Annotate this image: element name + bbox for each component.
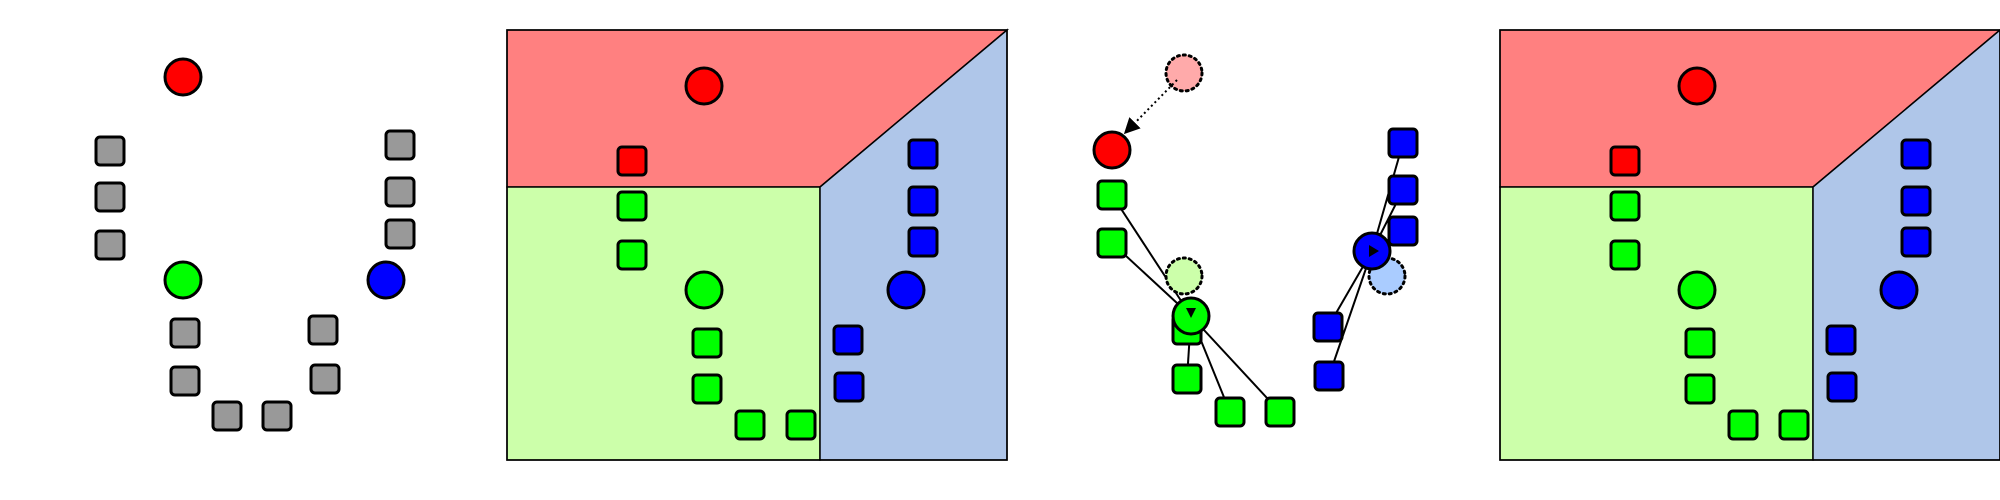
- red-centroid: [163, 57, 203, 97]
- blue-point: [1387, 174, 1419, 206]
- blue-point: [833, 371, 865, 403]
- gray-point: [94, 229, 126, 261]
- panel-2-assignment: [506, 28, 1010, 461]
- green-region: [1499, 186, 1814, 461]
- green-point: [616, 190, 648, 222]
- red-centroid: [1677, 66, 1717, 106]
- green-point: [691, 373, 723, 405]
- green-point: [1171, 363, 1203, 395]
- gray-point: [384, 218, 416, 250]
- assignment-line: [1111, 194, 1192, 317]
- gray-point: [384, 129, 416, 161]
- panel-4-reassignment: [1499, 29, 2000, 461]
- blue-point: [1900, 226, 1932, 258]
- move-arrow-icon: [1369, 245, 1379, 257]
- green-point: [1609, 190, 1641, 222]
- green-centroid: [163, 260, 203, 300]
- green-point: [616, 239, 648, 271]
- green-point: [1096, 179, 1128, 211]
- panel-frame: [506, 29, 1008, 461]
- red-centroid: [684, 66, 724, 106]
- blue-point: [907, 226, 939, 258]
- green-point: [1214, 396, 1246, 428]
- gray-point: [309, 363, 341, 395]
- blue-point: [1826, 371, 1858, 403]
- green-point: [1684, 373, 1716, 405]
- gray-point: [169, 365, 201, 397]
- blue-point: [1312, 311, 1344, 343]
- gray-point: [307, 314, 339, 346]
- green-point: [1778, 409, 1810, 441]
- gray-point: [261, 400, 293, 432]
- red-point: [616, 145, 648, 177]
- gray-point: [94, 135, 126, 167]
- green-point: [1727, 409, 1759, 441]
- panel-3-centroid-update: [1092, 53, 1419, 428]
- blue-centroid: [366, 260, 406, 300]
- green-point: [691, 327, 723, 359]
- green-region: [506, 186, 821, 461]
- blue-centroid: [1879, 270, 1919, 310]
- blue-centroid: [886, 270, 926, 310]
- old-red-centroid: [1164, 53, 1204, 93]
- assignment-line: [1328, 250, 1373, 377]
- green-point: [1609, 239, 1641, 271]
- blue-point: [832, 324, 864, 356]
- gray-point: [384, 176, 416, 208]
- green-centroid: [1677, 270, 1717, 310]
- gray-point: [169, 317, 201, 349]
- gray-point: [94, 181, 126, 213]
- blue-point: [1313, 360, 1345, 392]
- green-point: [734, 409, 766, 441]
- red-centroid: [1092, 130, 1132, 170]
- dotted-arrow-icon: [1123, 79, 1178, 135]
- old-green-centroid: [1164, 256, 1204, 296]
- blue-point: [1900, 185, 1932, 217]
- green-point: [1264, 396, 1296, 428]
- blue-point: [1825, 324, 1857, 356]
- panel-1-unassigned: [94, 57, 416, 432]
- blue-point: [1387, 215, 1419, 247]
- move-arrow-icon: [1186, 308, 1196, 318]
- red-point: [1609, 145, 1641, 177]
- panel-frame: [1499, 29, 2000, 461]
- assignment-line: [1190, 315, 1281, 413]
- green-point: [785, 409, 817, 441]
- green-point: [1684, 327, 1716, 359]
- green-point: [1096, 227, 1128, 259]
- blue-point: [1900, 138, 1932, 170]
- blue-point: [907, 185, 939, 217]
- blue-point: [1387, 127, 1419, 159]
- green-centroid: [684, 270, 724, 310]
- blue-point: [907, 138, 939, 170]
- gray-point: [211, 400, 243, 432]
